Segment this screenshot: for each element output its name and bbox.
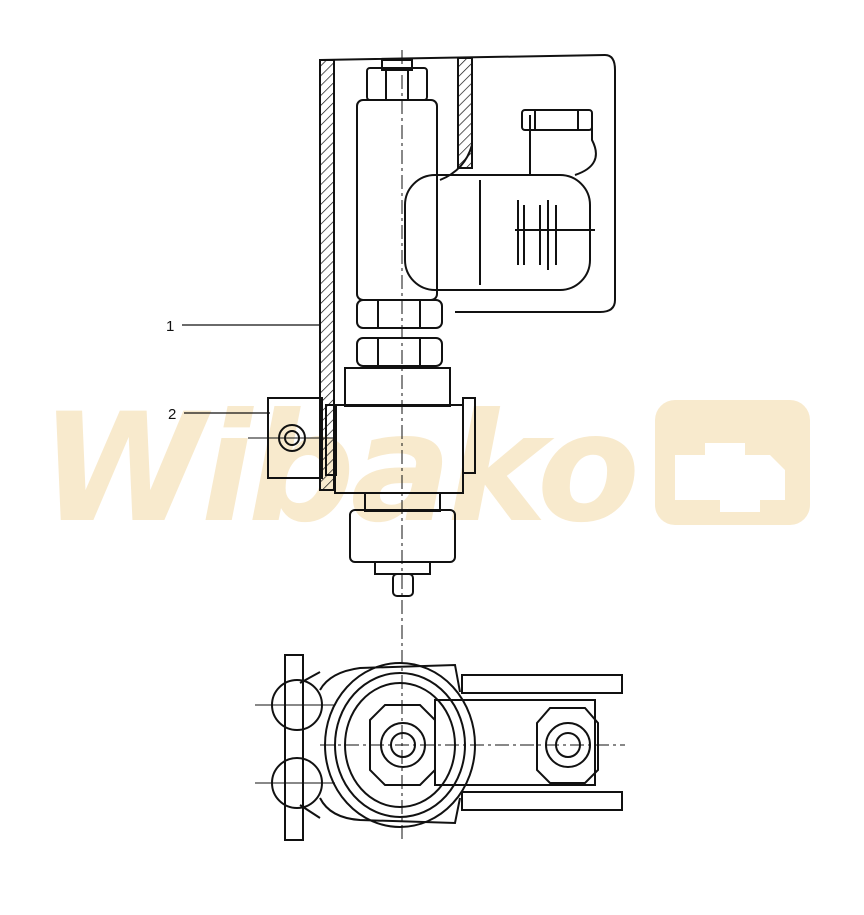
coil-connector	[404, 174, 591, 291]
watermark-text: Wibako	[40, 382, 640, 556]
watermark: Wibako	[40, 382, 810, 556]
bracket-wall-inner	[457, 57, 473, 169]
bracket-outline	[319, 53, 616, 313]
watermark-logo-icon	[675, 443, 785, 512]
solenoid-valve-assembly	[182, 50, 616, 840]
roller-assembly	[255, 654, 625, 841]
callout-1: 1	[166, 318, 174, 335]
center-hex-nut	[369, 704, 436, 786]
bracket-wall-left	[319, 59, 335, 491]
top-nut	[366, 67, 428, 101]
valve-body	[356, 99, 438, 301]
callout-2: 2	[168, 406, 176, 423]
hex-nut-1	[356, 299, 443, 329]
cable-gland	[521, 109, 593, 131]
hex-nut-2	[356, 337, 443, 367]
plunger-tip	[392, 573, 414, 597]
connector-pins	[515, 200, 595, 270]
outer-hex-nut	[536, 707, 599, 784]
